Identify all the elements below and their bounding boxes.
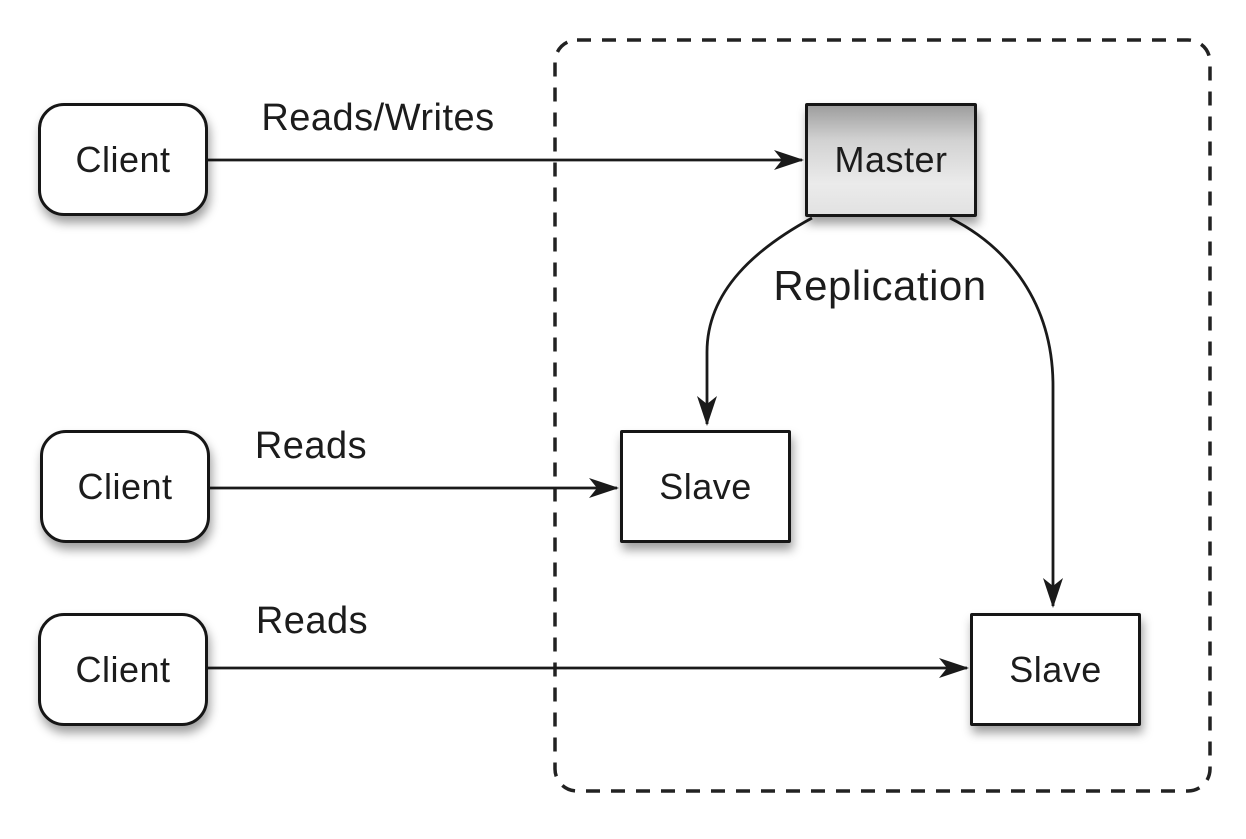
node-client-1: Client xyxy=(38,103,208,216)
edge-master-slave2-replication-arrow xyxy=(949,216,1063,608)
cluster-boundary-dashed-rect xyxy=(553,38,1212,793)
node-slave-2: Slave xyxy=(970,613,1141,726)
node-client-2: Client xyxy=(40,430,210,543)
node-master: Master xyxy=(805,103,977,217)
edge-label-reads-writes: Reads/Writes xyxy=(261,97,495,139)
node-client-3-label: Client xyxy=(75,648,171,690)
edge-label-replication: Replication xyxy=(773,262,987,309)
edge-label-reads-2: Reads xyxy=(255,600,369,642)
edge-label-reads-1: Reads xyxy=(254,425,368,467)
node-slave-1: Slave xyxy=(620,430,791,543)
edge-master-slave1-replication-arrow xyxy=(697,216,813,426)
node-slave-1-label: Slave xyxy=(659,465,752,507)
node-client-2-label: Client xyxy=(77,465,173,507)
node-master-label: Master xyxy=(834,139,948,180)
node-slave-2-label: Slave xyxy=(1009,648,1102,690)
node-client-3: Client xyxy=(38,613,208,726)
node-client-1-label: Client xyxy=(75,138,171,180)
